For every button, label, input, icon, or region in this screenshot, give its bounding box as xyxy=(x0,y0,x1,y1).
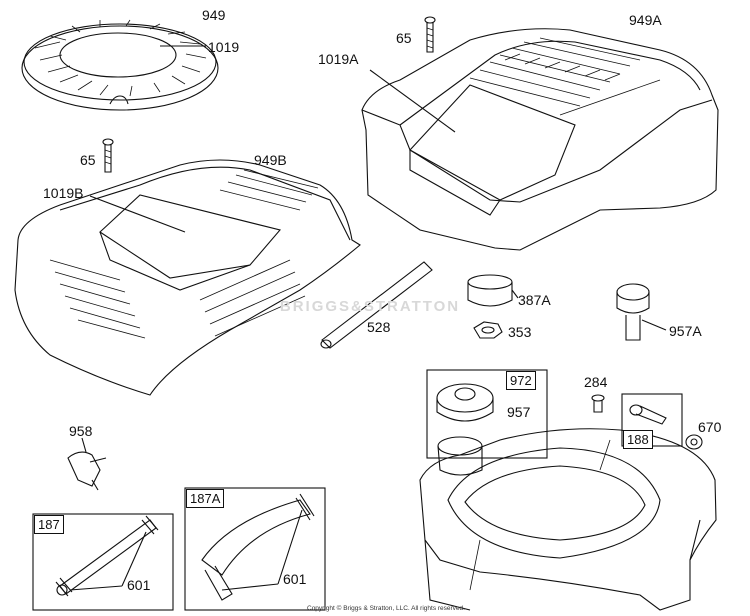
leader-601-a xyxy=(69,531,147,591)
leader-1019a xyxy=(369,69,456,133)
fuel-line-187 xyxy=(55,515,159,597)
fuel-tank xyxy=(419,428,717,611)
box-187-frame xyxy=(32,513,174,611)
label-1019a: 1019A xyxy=(318,51,359,67)
screw-65-left xyxy=(102,138,114,173)
leader-958 xyxy=(81,437,87,453)
label-958: 958 xyxy=(69,423,93,439)
box-label-187: 187 xyxy=(34,515,64,534)
gauge-957a xyxy=(616,283,650,341)
leader-601-b xyxy=(221,509,303,591)
label-957: 957 xyxy=(507,404,531,420)
label-949a: 949A xyxy=(629,12,662,28)
box-label-188: 188 xyxy=(623,430,653,449)
label-949b: 949B xyxy=(254,152,287,168)
label-670: 670 xyxy=(698,419,722,435)
screw-284 xyxy=(591,394,605,413)
valve-958 xyxy=(67,451,107,491)
round-cover-949 xyxy=(21,19,219,111)
washer-670 xyxy=(685,434,703,450)
label-957a: 957A xyxy=(669,323,702,339)
label-601-b: 601 xyxy=(283,571,307,587)
label-1019b: 1019B xyxy=(43,185,84,201)
label-65-top: 65 xyxy=(396,30,412,46)
leader-387a xyxy=(511,289,519,299)
leader-1019b xyxy=(89,195,186,233)
label-1019: 1019 xyxy=(208,39,240,55)
box-label-187a: 187A xyxy=(186,489,225,508)
label-528: 528 xyxy=(367,319,391,335)
fuel-line-187a xyxy=(201,493,315,601)
fuel-cap-957 xyxy=(436,383,494,422)
bolt-188 xyxy=(629,404,667,425)
box-972-frame xyxy=(426,369,548,459)
label-601-a: 601 xyxy=(127,577,151,593)
copyright-notice: Copyright © Briggs & Stratton, LLC. All … xyxy=(307,605,465,612)
filler-neck xyxy=(437,436,483,476)
nut-353 xyxy=(473,321,503,339)
leader-957a xyxy=(641,319,667,331)
cover-949b xyxy=(14,159,361,396)
watermark: BRIGGS&STRATTON xyxy=(279,297,461,315)
label-65-left: 65 xyxy=(80,152,96,168)
label-387a: 387A xyxy=(518,292,551,308)
tube-528 xyxy=(320,261,433,349)
cap-387a xyxy=(467,274,513,307)
box-187a-frame xyxy=(184,487,326,611)
label-949: 949 xyxy=(202,7,226,23)
label-353: 353 xyxy=(508,324,532,340)
large-cover-949a xyxy=(361,28,719,251)
box-label-972: 972 xyxy=(506,371,536,390)
label-284: 284 xyxy=(584,374,608,390)
screw-65-top xyxy=(424,16,436,53)
